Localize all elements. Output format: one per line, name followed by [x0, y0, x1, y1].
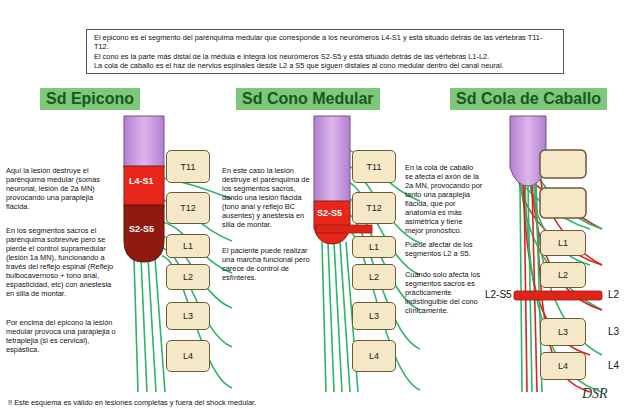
vertebra: T12 [352, 192, 396, 224]
node-text: El epicono es el segmento del parénquima… [94, 33, 556, 52]
note-box: El epicono es el segmento del parénquima… [86, 29, 564, 74]
section-title: Sd Epicono [40, 88, 140, 110]
node-text: Sd Cono Medular [242, 90, 374, 108]
node-text: T11 [367, 162, 382, 172]
section-title: Sd Cono Medular [236, 88, 380, 110]
node-text: L4 [369, 351, 379, 361]
node-text: La cola de caballo es el haz de nervios … [94, 61, 556, 70]
node-text: T11 [181, 162, 196, 172]
cord-epicono [124, 116, 164, 262]
nerve-label: L4 [607, 360, 620, 371]
node-text: T12 [366, 203, 382, 213]
paragraph: Puede afectar de los segmentos L2 a S5. [405, 240, 483, 258]
paragraph: Cuando solo afecta los segmentos sacros … [405, 270, 481, 315]
vertebra: L1 [166, 234, 210, 258]
vertebra: L4 [352, 340, 396, 372]
vertebra: L2 [540, 262, 586, 288]
node-text: Sd Epicono [46, 90, 134, 108]
paragraph: El paciente puede realizar una marcha fu… [222, 246, 310, 282]
vertebra: T12 [166, 192, 210, 224]
paragraph: En los segmentos sacros el parénquima so… [6, 226, 118, 298]
node-text: L2 [558, 270, 568, 280]
node-text: L3 [558, 327, 568, 337]
node-text: T12 [180, 203, 196, 213]
paragraph: En la cola de caballo se afecta el axón … [405, 163, 483, 235]
paragraph: Por encima del epicono la lesión medular… [6, 318, 118, 354]
vertebra: L3 [352, 302, 396, 330]
vertebra: L4 [540, 352, 586, 380]
vertebra: T11 [166, 150, 210, 183]
vertebra: L2 [166, 264, 210, 290]
segment-label: L4-S1 [129, 176, 154, 186]
vertebra: L1 [540, 230, 586, 256]
node-text: L1 [369, 242, 379, 252]
node-text: El cono es la parte más distal de la méd… [94, 52, 556, 61]
segment-label: S2-S5 [129, 224, 154, 234]
node-text: L3 [183, 311, 193, 321]
node-text: L4 [183, 351, 193, 361]
paragraph: En este caso la lesión destruye el parén… [222, 166, 310, 229]
vertebra: L4 [166, 340, 210, 372]
node-text: Sd Cola de Caballo [456, 90, 601, 108]
vertebra: T11 [352, 150, 396, 183]
vertebra: L2 [352, 264, 396, 290]
vertebra: L3 [166, 302, 210, 330]
node-text: L1 [183, 241, 193, 251]
footnote: !! Este esquema es válido en lesiones co… [8, 398, 256, 407]
node-text: L4 [558, 361, 568, 371]
node-text: L3 [369, 311, 379, 321]
nerve-label: L2 [607, 289, 620, 300]
segment-label: S2-S5 [317, 208, 342, 218]
node-text: L1 [558, 238, 568, 248]
vertebra: L1 [352, 236, 396, 258]
segment-label: L2-S5 [484, 289, 513, 300]
signature: DSR [582, 386, 608, 402]
nerve-roots [134, 150, 602, 392]
paragraph: Aquí la lesión destruye el parénquima me… [6, 166, 118, 211]
section-title: Sd Cola de Caballo [450, 88, 607, 110]
vertebra: L3 [540, 318, 586, 346]
node-text: L2 [183, 272, 193, 282]
node-text: L2 [369, 272, 379, 282]
nerve-label: L3 [607, 326, 620, 337]
cord-cola [510, 116, 602, 300]
